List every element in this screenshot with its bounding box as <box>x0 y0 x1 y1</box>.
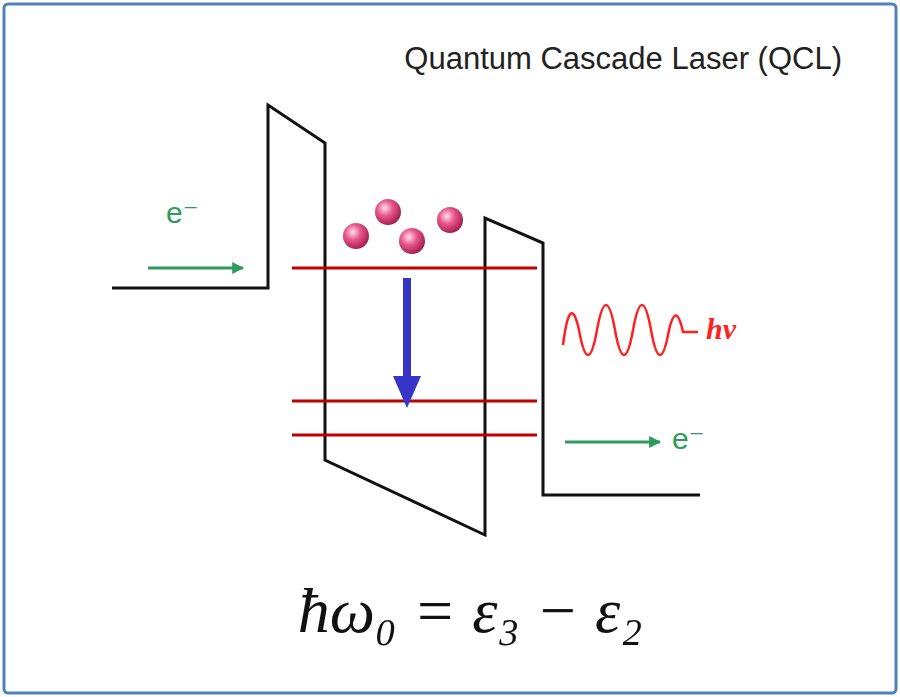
upper-level <box>292 267 537 270</box>
electron-label: e⁻ <box>166 196 199 229</box>
frame-border <box>4 4 896 693</box>
photon-energy-formula: ħω₀ = ε₃ − ε₂ <box>298 576 643 646</box>
electron <box>375 199 401 225</box>
transition-shaft <box>403 278 411 380</box>
photon-wave <box>563 305 698 355</box>
electron-label: e⁻ <box>672 422 705 455</box>
lower-level <box>292 400 537 403</box>
transition-arrow <box>393 278 421 408</box>
electron-in-arrow <box>148 267 243 270</box>
electron <box>399 228 425 254</box>
electron <box>437 207 463 233</box>
ground-level <box>292 434 537 437</box>
electron <box>343 223 369 249</box>
diagram-title: Quantum Cascade Laser (QCL) <box>404 42 842 76</box>
photon-label: hν <box>706 312 736 345</box>
electron-out-arrow <box>565 441 660 444</box>
electrons <box>343 199 463 254</box>
energy-levels <box>292 268 537 435</box>
conduction-band-edge <box>112 105 700 535</box>
transition-head <box>393 376 421 408</box>
